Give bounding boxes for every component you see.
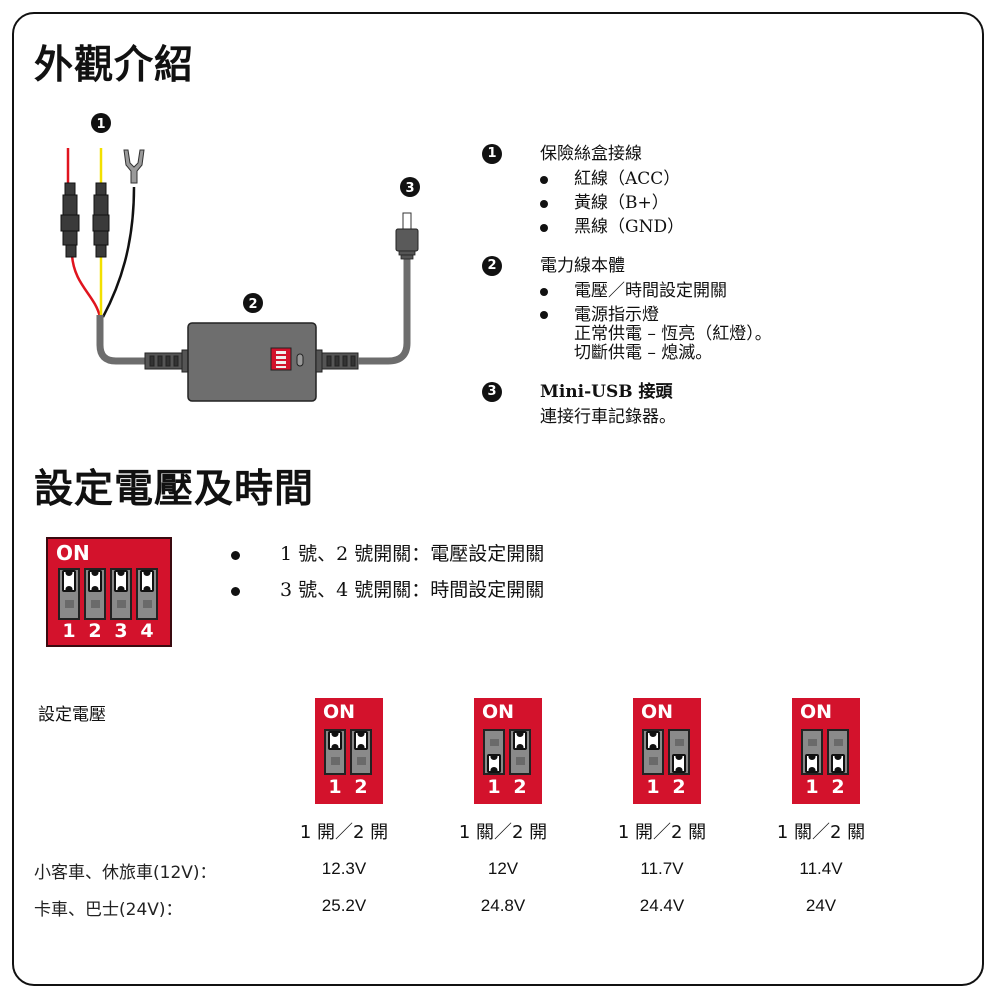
dip-on-label: ON bbox=[641, 701, 674, 723]
dip-switch-3 bbox=[110, 568, 132, 620]
dip-on-label: ON bbox=[56, 541, 90, 565]
red-wire bbox=[66, 148, 102, 318]
strain-relief-right bbox=[315, 349, 359, 373]
fuse-holder-red bbox=[60, 182, 80, 258]
truck-voltage: 25.2V bbox=[321, 896, 367, 915]
switch-state-label: 1 開／2 關 bbox=[617, 822, 707, 843]
dip-number: 1 bbox=[328, 776, 342, 798]
voltage-section-label: 設定電壓 bbox=[38, 705, 106, 725]
truck-voltage: 24V bbox=[805, 896, 837, 915]
dip-number: 2 bbox=[354, 776, 368, 798]
switch-state-label: 1 關／2 開 bbox=[458, 822, 548, 843]
description-3-text: 連接行車記錄器。 bbox=[540, 407, 676, 427]
dip-number: 3 bbox=[114, 620, 128, 642]
page-frame bbox=[12, 12, 984, 986]
truck-voltage: 24.4V bbox=[639, 896, 685, 915]
dip-number: 1 bbox=[487, 776, 501, 798]
dip-switch-1 bbox=[642, 729, 664, 775]
dip-on-label: ON bbox=[482, 701, 515, 723]
appearance-title: 外觀介紹 bbox=[34, 43, 195, 88]
dip-switch-2 bbox=[84, 568, 106, 620]
bullet-item: 黑線（GND） bbox=[540, 215, 684, 239]
small-car-label: 小客車、休旅車(12V)： bbox=[34, 863, 217, 883]
badge-1-icon: 1 bbox=[91, 113, 111, 133]
dip-number: 2 bbox=[672, 776, 686, 798]
svg-text:3: 3 bbox=[405, 181, 414, 196]
badge-2-icon: 2 bbox=[482, 256, 502, 276]
dip-switch-1 bbox=[483, 729, 505, 775]
switch-state-label: 1 開／2 開 bbox=[299, 822, 389, 843]
small-car-voltage: 11.4V bbox=[799, 859, 843, 878]
black-wire bbox=[101, 186, 136, 318]
dip-number: 4 bbox=[140, 620, 154, 642]
small-car-voltage: 12V bbox=[487, 859, 519, 878]
bullet-item: 電壓／時間設定開關 bbox=[540, 279, 772, 303]
svg-text:1: 1 bbox=[96, 117, 105, 132]
badge-3-icon: 3 bbox=[400, 177, 420, 197]
dip-switch-4 bbox=[136, 568, 158, 620]
bullet-item: 電源指示燈正常供電 – 恆亮（紅燈）。切斷供電 – 熄滅。 bbox=[540, 303, 772, 363]
switch-info-item: 1 號、2 號開關：電壓設定開關 bbox=[228, 536, 544, 572]
mini-usb-connector bbox=[395, 212, 419, 260]
dip-number: 1 bbox=[805, 776, 819, 798]
description-2-bullets: 電壓／時間設定開關 電源指示燈正常供電 – 恆亮（紅燈）。切斷供電 – 熄滅。 bbox=[540, 279, 772, 363]
strain-relief-left bbox=[144, 349, 189, 373]
switch-info-list: 1 號、2 號開關：電壓設定開關 3 號、4 號開關：時間設定開關 bbox=[228, 536, 544, 608]
dip-on-label: ON bbox=[323, 701, 356, 723]
dip-switch-2 bbox=[509, 729, 531, 775]
description-3-title: Mini-USB 接頭 bbox=[540, 382, 673, 402]
description-1-bullets: 紅線（ACC） 黃線（B+） 黑線（GND） bbox=[540, 167, 684, 239]
dip-number: 2 bbox=[513, 776, 527, 798]
dip-switch-1 bbox=[801, 729, 823, 775]
dip-switch-1 bbox=[58, 568, 80, 620]
dip-number: 1 bbox=[646, 776, 660, 798]
fuse-holder-yellow bbox=[92, 182, 110, 258]
dip-number: 2 bbox=[88, 620, 102, 642]
badge-3-icon: 3 bbox=[482, 382, 502, 402]
bullet-item: 紅線（ACC） bbox=[540, 167, 684, 191]
dip-switch-4way: ON 1 2 3 4 bbox=[46, 537, 172, 647]
switch-state-label: 1 關／2 關 bbox=[776, 822, 866, 843]
description-2-title: 電力線本體 bbox=[540, 256, 625, 276]
dip-number: 2 bbox=[831, 776, 845, 798]
dip-switch-2 bbox=[827, 729, 849, 775]
dip-switch-2 bbox=[668, 729, 690, 775]
settings-title: 設定電壓及時間 bbox=[34, 467, 315, 512]
svg-text:2: 2 bbox=[248, 297, 257, 312]
truck-label: 卡車、巴士(24V)： bbox=[34, 900, 183, 920]
device-body bbox=[187, 322, 317, 402]
switch-info-item: 3 號、4 號開關：時間設定開關 bbox=[228, 572, 544, 608]
badge-2-icon: 2 bbox=[243, 293, 263, 313]
small-car-voltage: 11.7V bbox=[640, 859, 684, 878]
truck-voltage: 24.8V bbox=[480, 896, 526, 915]
badge-1-icon: 1 bbox=[482, 144, 502, 164]
dip-on-label: ON bbox=[800, 701, 833, 723]
dip-number: 1 bbox=[62, 620, 76, 642]
dip-switch-2 bbox=[350, 729, 372, 775]
dip-switch-1 bbox=[324, 729, 346, 775]
description-1-title: 保險絲盒接線 bbox=[540, 144, 642, 164]
ground-fork-terminal-icon bbox=[123, 149, 145, 184]
power-cable-diagram: 1 bbox=[60, 113, 420, 402]
bullet-item: 黃線（B+） bbox=[540, 191, 684, 215]
small-car-voltage: 12.3V bbox=[321, 859, 367, 878]
